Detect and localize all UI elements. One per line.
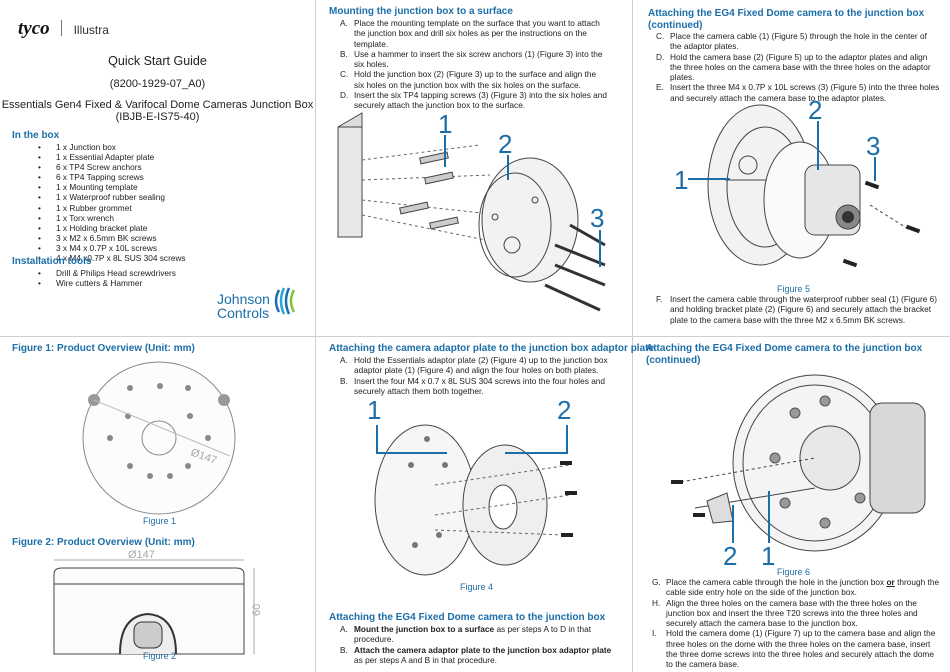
bullet-icon: •: [38, 172, 41, 183]
figure-2-width: Ø147: [128, 549, 155, 561]
bullet-icon: •: [38, 268, 41, 278]
list-item: •1 x Essential Adapter plate: [12, 152, 312, 162]
attach-cont2-steps: G.Place the camera cable through the hol…: [652, 577, 940, 670]
attach-cont-steps: C.Place the camera cable (1) (Figure 5) …: [656, 31, 940, 103]
step-item: D.Insert the six TP4 tapping screws (3) …: [340, 90, 608, 111]
figure-1-overview-drawing: Ø147: [82, 361, 236, 515]
mounting-heading: Mounting the junction box to a surface: [329, 6, 513, 17]
part-number: (8200-1929-07_A0): [109, 78, 206, 90]
figure-1-heading: Figure 1: Product Overview (Unit: mm): [12, 343, 195, 354]
figure-3-mounting-diagram: 1 2 3: [337, 109, 606, 312]
attach-cont-heading: Attaching the EG4 Fixed Dome camera to t…: [648, 8, 925, 31]
list-item: •1 x Mounting template: [12, 182, 312, 192]
callout-1: 1: [438, 109, 452, 139]
step-item: A.Hold the Essentials adaptor plate (2) …: [340, 355, 608, 376]
callout-3: 3: [866, 131, 880, 161]
figure-1-caption: Figure 1: [143, 516, 177, 526]
figure-3-callouts: 1 2 3: [438, 109, 604, 267]
in-box-heading: In the box: [12, 130, 60, 141]
mounting-steps: A.Place the mounting template on the sur…: [340, 18, 608, 111]
list-item: •3 x M2 x 6.5mm BK screws: [12, 233, 312, 243]
callout-1: 1: [761, 541, 775, 571]
quick-start-title: Quick Start Guide: [108, 54, 207, 68]
figure-4-adaptor-diagram: 1 2: [367, 395, 577, 576]
model-number: (IBJB-E-IS75-40): [115, 111, 200, 123]
bullet-icon: •: [38, 253, 41, 264]
callout-3: 3: [590, 203, 604, 233]
bullet-icon: •: [38, 222, 41, 233]
callout-2: 2: [557, 395, 571, 425]
attach-steps: A.Mount the junction box to a surface as…: [340, 624, 612, 665]
step-item: C.Place the camera cable (1) (Figure 5) …: [656, 31, 927, 52]
list-item: •6 x TP4 Tapping screws: [12, 172, 312, 182]
row-divider: [0, 336, 950, 337]
figure-4-caption: Figure 4: [460, 582, 494, 592]
bullet-icon: •: [38, 242, 41, 253]
step-item: C.Hold the junction box (2) (Figure 3) u…: [340, 69, 597, 90]
list-item: •4 x M4 x0.7P x 8L SUS 304 screws: [12, 253, 312, 263]
list-item: •1 x Holding bracket plate: [12, 223, 312, 233]
figure-2-caption: Figure 2: [143, 651, 177, 661]
callout-1: 1: [674, 165, 688, 195]
list-item: •3 x M4 x 0.7P x 10L screws: [12, 243, 312, 253]
list-item: •1 x Rubber grommet: [12, 203, 312, 213]
bullet-icon: •: [38, 212, 41, 223]
step-item: A.Place the mounting template on the sur…: [340, 18, 600, 49]
adaptor-steps: A.Hold the Essentials adaptor plate (2) …: [340, 355, 608, 396]
bullet-icon: •: [38, 202, 41, 213]
johnson-controls-logo: Johnson Controls: [217, 291, 270, 321]
tools-heading: Installation tools: [12, 256, 92, 267]
bullet-icon: •: [38, 182, 41, 193]
step-f: F.Insert the camera cable through the wa…: [656, 294, 938, 325]
step-item: E.Insert the three M4 x 0.7P x 10L screw…: [656, 82, 940, 103]
step-item: B.Insert the four M4 x 0.7 x 8L SUS 304 …: [340, 375, 606, 396]
attach-heading: Attaching the EG4 Fixed Dome camera to t…: [329, 612, 606, 623]
callout-2: 2: [723, 541, 737, 571]
figure-2-side-drawing: Ø147 60: [53, 549, 263, 655]
callout-2: 2: [808, 95, 822, 125]
list-item: •1 x Torx wrench: [12, 213, 312, 223]
list-item: •1 x Waterproof rubber sealing: [12, 192, 312, 202]
callout-1: 1: [367, 395, 381, 425]
list-item: •6 x TP4 Screw anchors: [12, 162, 312, 172]
bullet-icon: •: [38, 162, 41, 173]
tools-list: •Drill & Philips Head screwdrivers•Wire …: [12, 268, 312, 288]
brand-header: tyco Illustra: [18, 18, 109, 40]
illustra-logo: Illustra: [73, 23, 109, 37]
callout-2: 2: [498, 129, 512, 159]
bullet-icon: •: [38, 142, 41, 152]
figure-6-bracket-diagram: 2 1: [671, 374, 926, 571]
step-item: B.Use a hammer to insert the six screw a…: [340, 48, 603, 70]
bullet-icon: •: [38, 152, 41, 163]
doc-title: Quick Start Guide (8200-1929-07_A0) Esse…: [0, 54, 315, 123]
adaptor-heading: Attaching the camera adaptor plate to th…: [329, 343, 655, 354]
product-name: Essentials Gen4 Fixed & Varifocal Dome C…: [1, 99, 314, 111]
figure-6-caption: Figure 6: [777, 567, 811, 577]
figure-5-camera-base-diagram: 1 2 3: [674, 95, 921, 268]
step-item: D.Hold the camera base (2) (Figure 5) up…: [656, 51, 931, 83]
jci-mark-icon: [274, 287, 296, 315]
in-box-list: •1 x Junction box•1 x Essential Adapter …: [12, 142, 312, 263]
figure-2-height: 60: [251, 604, 263, 616]
bullet-icon: •: [38, 232, 41, 243]
list-item: •Wire cutters & Hammer: [12, 278, 312, 288]
bullet-icon: •: [38, 192, 41, 203]
list-item: •Drill & Philips Head screwdrivers: [12, 268, 312, 278]
tyco-logo: tyco: [18, 18, 50, 39]
figure-2-heading: Figure 2: Product Overview (Unit: mm): [12, 537, 195, 548]
attach-cont2-heading: Attaching the EG4 Fixed Dome camera to t…: [646, 343, 923, 366]
bullet-icon: •: [38, 278, 41, 289]
list-item: •1 x Junction box: [12, 142, 312, 152]
figure-5-caption: Figure 5: [777, 284, 811, 294]
